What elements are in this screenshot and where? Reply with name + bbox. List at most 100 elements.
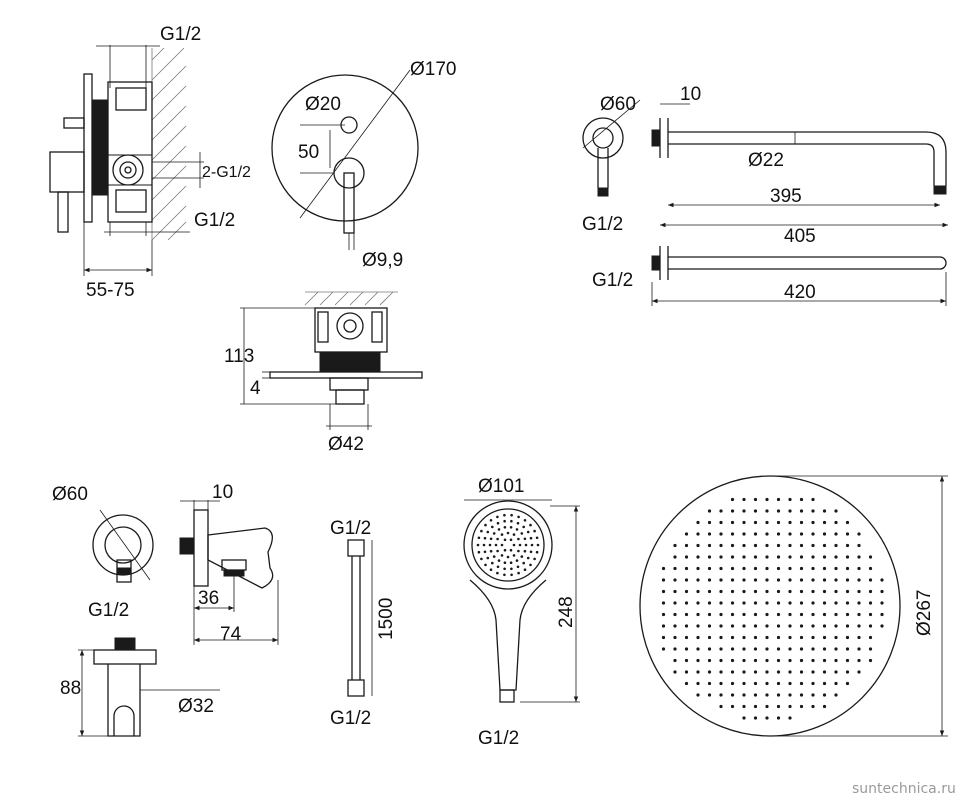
nozzle-dot <box>776 555 781 559</box>
nozzle-dot <box>845 532 850 536</box>
nozzle-dot <box>515 528 519 531</box>
nozzle-dot <box>684 543 689 548</box>
nozzle-dot <box>880 578 884 582</box>
nozzle-dot <box>696 647 700 651</box>
nozzle-dot <box>742 704 746 709</box>
nozzle-dot <box>719 543 723 548</box>
nozzle-dot <box>822 520 827 525</box>
nozzle-dot <box>730 543 735 548</box>
nozzle-dot <box>799 497 804 502</box>
nozzle-dot <box>707 658 712 663</box>
arm-length-395: 395 <box>770 186 802 207</box>
nozzle-dot <box>765 647 769 651</box>
nozzle-dot <box>753 543 758 548</box>
nozzle-dot <box>719 670 723 674</box>
mixer-side-bottom-thread: G1/2 <box>194 210 235 231</box>
nozzle-dot <box>684 612 689 617</box>
nozzle-dot <box>730 532 735 536</box>
nozzle-dot <box>776 589 781 594</box>
nozzle-dot <box>510 567 513 571</box>
nozzle-dot <box>765 681 769 686</box>
nozzle-dot <box>497 559 501 562</box>
rain-shower-diameter: Ø267 <box>914 590 935 636</box>
outlet-bracket-diameter: Ø32 <box>178 696 214 717</box>
nozzle-dot <box>707 509 712 513</box>
nozzle-dot <box>684 670 689 674</box>
nozzle-dot <box>707 635 712 640</box>
arm-tube-diameter: Ø22 <box>748 150 784 171</box>
nozzle-dot <box>533 529 536 533</box>
nozzle-dot <box>776 670 781 674</box>
nozzle-dot <box>776 693 781 697</box>
nozzle-dot <box>492 555 496 558</box>
nozzle-dot <box>753 566 758 571</box>
nozzle-dot <box>673 670 677 674</box>
nozzle-dot <box>845 658 850 663</box>
nozzle-dot <box>696 555 700 559</box>
nozzle-dot <box>742 589 746 594</box>
nozzle-dot <box>753 635 758 640</box>
hand-shower-nozzles <box>476 513 540 577</box>
nozzle-dot <box>857 670 861 674</box>
nozzle-dot <box>661 624 666 628</box>
nozzle-dot <box>834 647 838 651</box>
nozzle-dot <box>500 543 504 547</box>
nozzle-dot <box>834 681 838 686</box>
nozzle-dot <box>496 521 500 525</box>
nozzle-dot <box>536 543 540 547</box>
nozzle-dot <box>799 566 804 571</box>
nozzle-dot <box>834 578 838 582</box>
nozzle-dot <box>696 681 700 686</box>
nozzle-dot <box>520 555 524 558</box>
nozzle-dot <box>696 624 700 628</box>
rain-shower-nozzles <box>661 497 884 720</box>
nozzle-dot <box>765 670 769 674</box>
nozzle-dot <box>834 670 838 674</box>
nozzle-dot <box>753 601 758 605</box>
nozzle-dot <box>868 612 873 617</box>
nozzle-dot <box>765 589 769 594</box>
nozzle-dot <box>719 532 723 536</box>
nozzle-dot <box>707 520 712 525</box>
nozzle-dot <box>673 566 677 571</box>
nozzle-dot <box>500 533 504 536</box>
nozzle-dot <box>517 515 520 519</box>
nozzle-dot <box>661 578 666 582</box>
mixer-diverter-diameter: Ø20 <box>305 94 341 115</box>
nozzle-dot <box>719 693 723 697</box>
nozzle-dot <box>822 566 827 571</box>
nozzle-dot <box>857 647 861 651</box>
nozzle-dot <box>765 555 769 559</box>
nozzle-dot <box>857 578 861 582</box>
nozzle-dot <box>673 658 677 663</box>
nozzle-dot <box>776 532 781 536</box>
hand-shower-length: 248 <box>556 596 577 628</box>
nozzle-dot <box>811 624 815 628</box>
nozzle-dot <box>696 658 700 663</box>
nozzle-dot <box>503 538 507 542</box>
nozzle-dot <box>788 601 792 605</box>
nozzle-dot <box>696 693 700 697</box>
nozzle-dot <box>535 550 539 554</box>
nozzle-dot <box>730 681 735 686</box>
nozzle-dot <box>684 624 689 628</box>
nozzle-dot <box>753 658 758 663</box>
nozzle-dot <box>523 537 527 541</box>
outlet-flange-diameter: Ø60 <box>52 484 88 505</box>
nozzle-dot <box>707 670 712 674</box>
nozzle-dot <box>788 589 792 594</box>
nozzle-dot <box>509 561 513 564</box>
mixer-spacing: 50 <box>298 142 319 163</box>
nozzle-dot <box>529 523 532 527</box>
nozzle-dot <box>523 549 527 553</box>
nozzle-dot <box>719 658 723 663</box>
nozzle-dot <box>742 578 746 582</box>
nozzle-dot <box>822 555 827 559</box>
nozzle-dot <box>765 612 769 617</box>
nozzle-dot <box>834 532 838 536</box>
nozzle-dot <box>492 532 496 535</box>
nozzle-dot <box>811 543 815 548</box>
nozzle-dot <box>500 554 504 557</box>
nozzle-dot <box>520 532 524 535</box>
